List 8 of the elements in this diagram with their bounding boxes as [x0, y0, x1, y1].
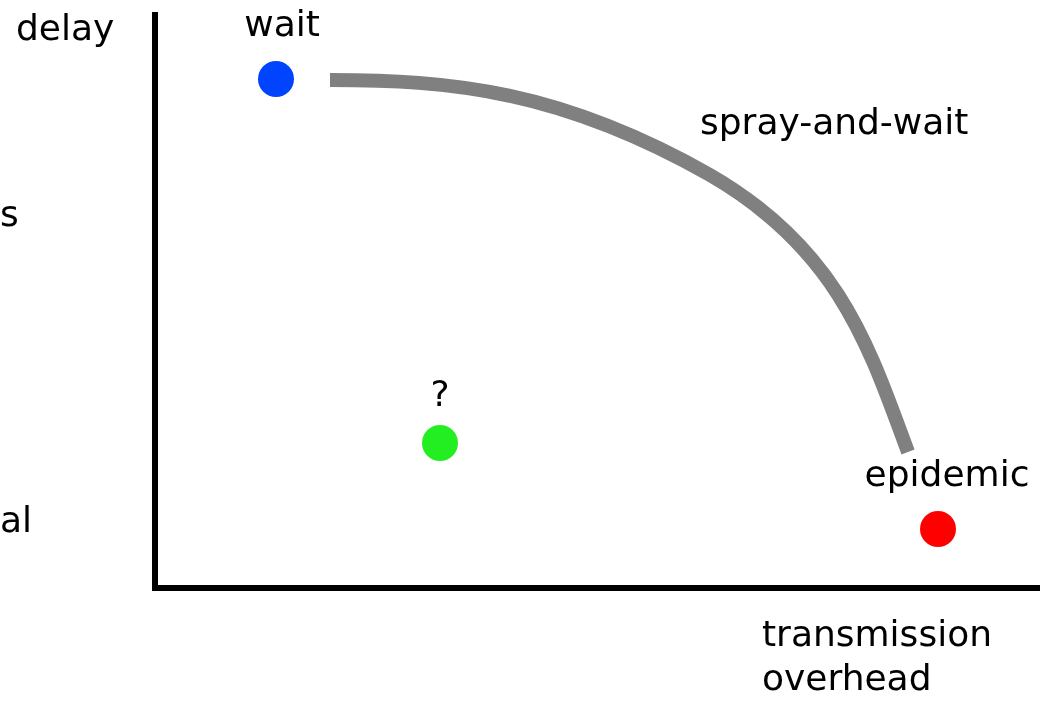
axis-label: delay — [16, 6, 115, 50]
point-label: epidemic — [863, 452, 1031, 496]
point-label: wait — [243, 2, 321, 46]
axis-label: transmission overhead — [762, 612, 993, 700]
curve-line — [329, 73, 915, 455]
text-fragment: al — [0, 498, 33, 542]
text-fragment: s — [0, 192, 19, 236]
point-label: ? — [429, 372, 451, 416]
